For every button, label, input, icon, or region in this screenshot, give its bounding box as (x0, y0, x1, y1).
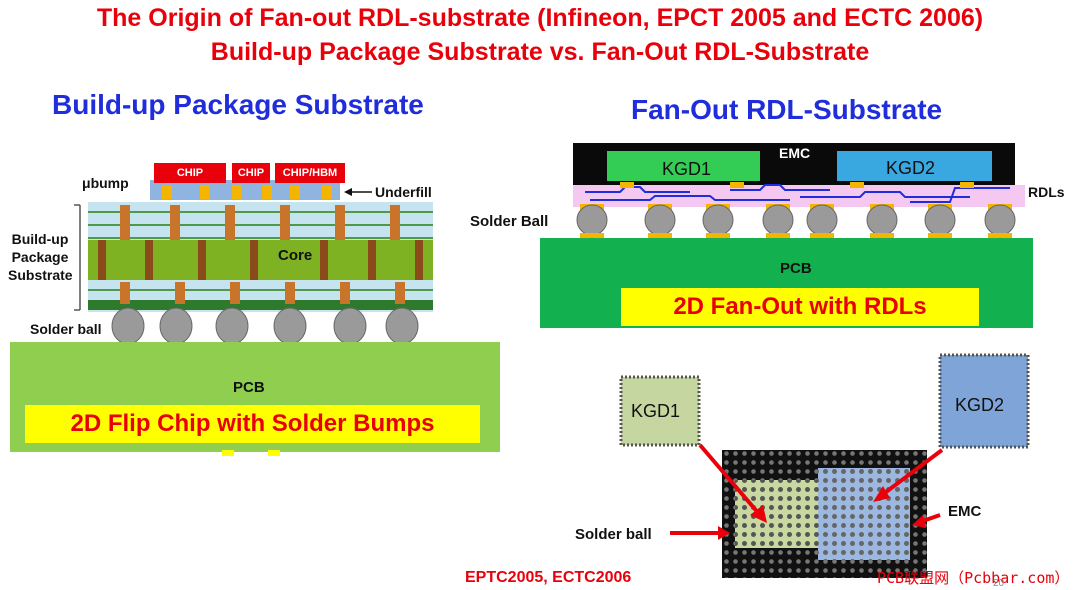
left-solder-balls (111, 307, 419, 345)
buildup-top-layers (88, 202, 433, 240)
pcb-pads (580, 233, 1012, 239)
chip-2: CHIP (232, 163, 270, 183)
kgd2-topview-die (938, 353, 1030, 449)
left-banner: 2D Flip Chip with Solder Bumps (25, 405, 480, 443)
right-solder-ball-label: Solder Ball (470, 213, 549, 230)
core-vias (98, 240, 423, 280)
right-pcb-label: PCB (780, 260, 812, 277)
reference-text: EPTC2005, ECTC2006 (465, 569, 632, 586)
core-layer (88, 240, 433, 280)
bottom-kgd2-label: KGD2 (955, 395, 1005, 415)
buildup-substrate-diagram (10, 180, 500, 456)
left-solder-ball-label: Solder ball (30, 321, 102, 337)
ubump-label: μbump (82, 175, 129, 191)
right-heading: Fan-Out RDL-Substrate (631, 94, 943, 125)
right-solder-balls (576, 204, 1016, 236)
core-label: Core (278, 247, 313, 264)
red-arrows (670, 443, 944, 540)
main-title: The Origin of Fan-out RDL-substrate (Inf… (96, 4, 984, 32)
kgd1-die (607, 151, 760, 181)
bottom-emc-label: EMC (948, 503, 982, 520)
kgd1-footprint (735, 480, 818, 548)
left-heading: Build-up Package Substrate (52, 89, 424, 120)
subtitle: Build-up Package Substrate vs. Fan-Out R… (210, 38, 870, 66)
buildup-label-line3: Substrate (8, 267, 73, 283)
bottom-kgd1-label: KGD1 (631, 401, 681, 421)
rdl-traces (585, 184, 1010, 203)
kgd2-footprint (818, 468, 910, 560)
bottom-solder-ball-label: Solder ball (575, 526, 652, 543)
buildup-label: Build-up Package Substrate (8, 230, 73, 284)
chip-1: CHIP (154, 163, 226, 183)
kgd2-die (837, 151, 992, 181)
buildup-label-line1: Build-up (11, 231, 69, 247)
kgd1-topview-die (619, 375, 701, 447)
buildup-label-line2: Package (11, 249, 69, 265)
rdls-label: RDLs (1028, 184, 1065, 200)
die-bumps (620, 182, 974, 188)
buildup-top-lines (88, 211, 433, 239)
top-vias (120, 205, 400, 240)
buildup-bracket (74, 204, 81, 311)
solder-mask (88, 300, 433, 310)
bottom-vias (120, 282, 405, 304)
underfill-layer (150, 180, 340, 200)
watermark: PCB联盟网（Pcbbar.com） (877, 569, 1070, 587)
kgd2-label: KGD2 (886, 158, 936, 178)
underfill-label: Underfill (375, 184, 432, 200)
fanout-package-topview (619, 353, 1030, 578)
emc-label: EMC (779, 145, 811, 161)
microbumps (162, 185, 332, 199)
kgd1-label: KGD1 (662, 159, 712, 179)
left-pcb-label: PCB (233, 379, 265, 396)
chip-hbm: CHIP/HBM (275, 163, 345, 183)
page-number: 20 (993, 578, 1005, 589)
right-banner: 2D Fan-Out with RDLs (621, 288, 979, 326)
